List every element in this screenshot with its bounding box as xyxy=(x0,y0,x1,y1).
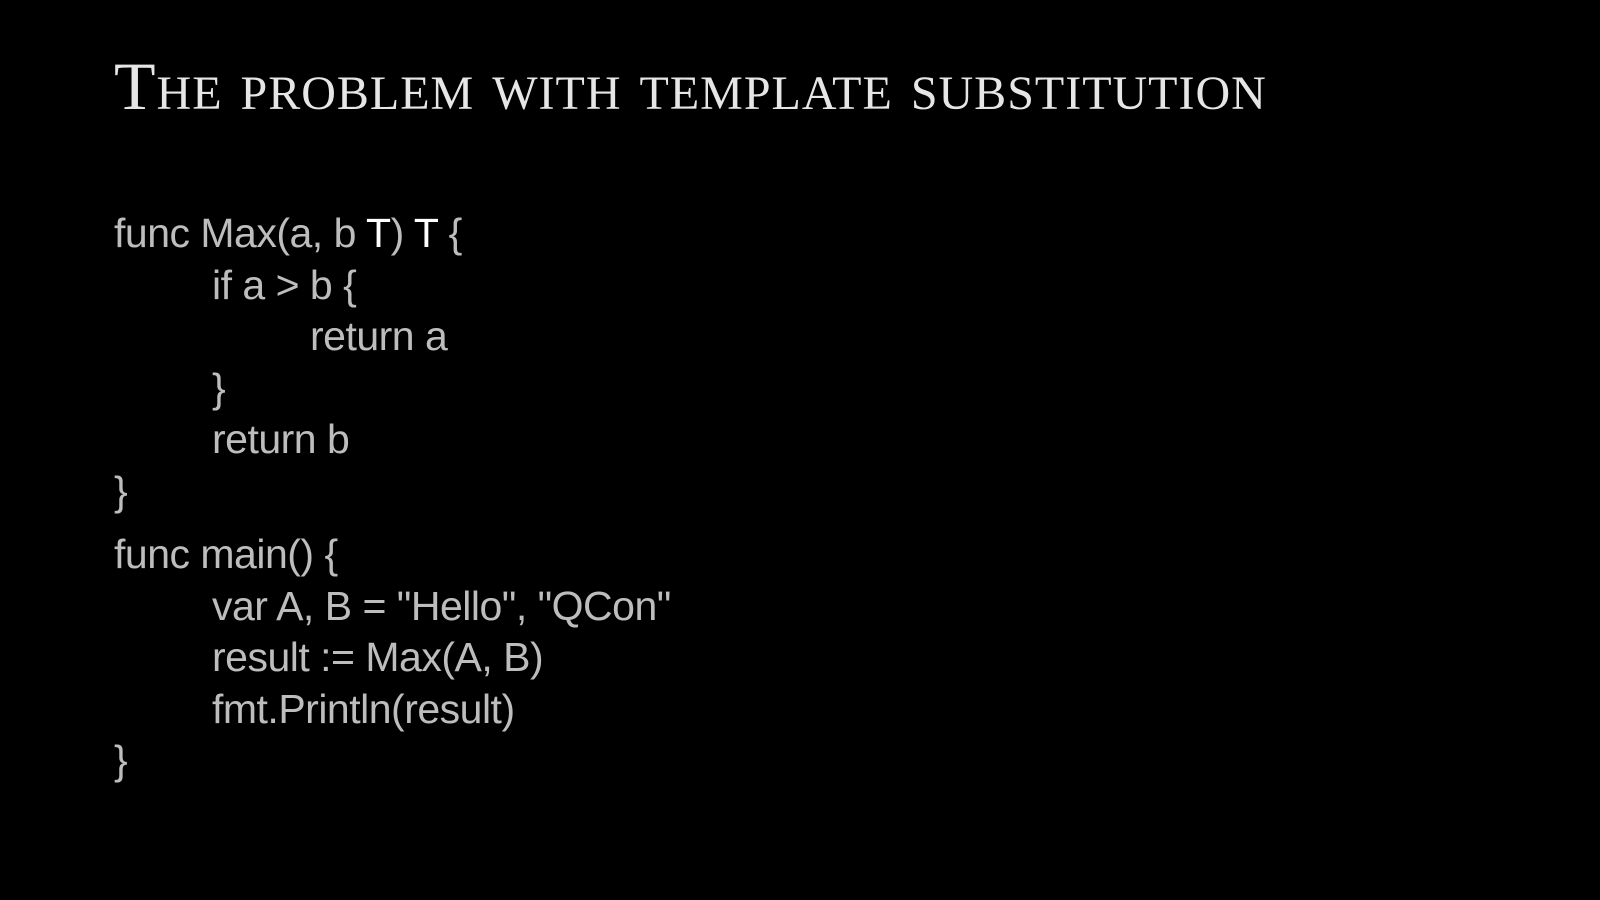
type-param-highlight: T xyxy=(366,210,391,256)
code-line-return-a: return a xyxy=(310,313,448,359)
code-text: { xyxy=(437,210,463,256)
code-block-main-func: func main() { var A, B = "Hello", "QCon"… xyxy=(114,532,671,790)
code-text: func Max(a, b xyxy=(114,210,367,256)
code-line-if: if a > b { xyxy=(212,261,357,308)
code-line-close-if: } xyxy=(212,364,226,411)
code-line-func-max-signature: func Max(a, b T) T { xyxy=(114,211,462,263)
code-line-result-assign: result := Max(A, B) xyxy=(212,634,544,680)
return-type-highlight: T xyxy=(413,210,438,256)
code-line-return-b: return b xyxy=(212,416,350,462)
code-line-func-main: func main() { xyxy=(114,531,338,577)
code-line-close-main: } xyxy=(114,737,128,783)
code-line-close-func: } xyxy=(114,467,128,514)
code-line-var-decl: var A, B = "Hello", "QCon" xyxy=(212,582,671,629)
code-line-println: fmt.Println(result) xyxy=(212,685,515,732)
code-text: ) xyxy=(390,210,414,256)
slide-title: The problem with template substitution xyxy=(114,48,1267,124)
code-block-max-func: func Max(a, b T) T { if a > b { return a… xyxy=(114,211,462,520)
